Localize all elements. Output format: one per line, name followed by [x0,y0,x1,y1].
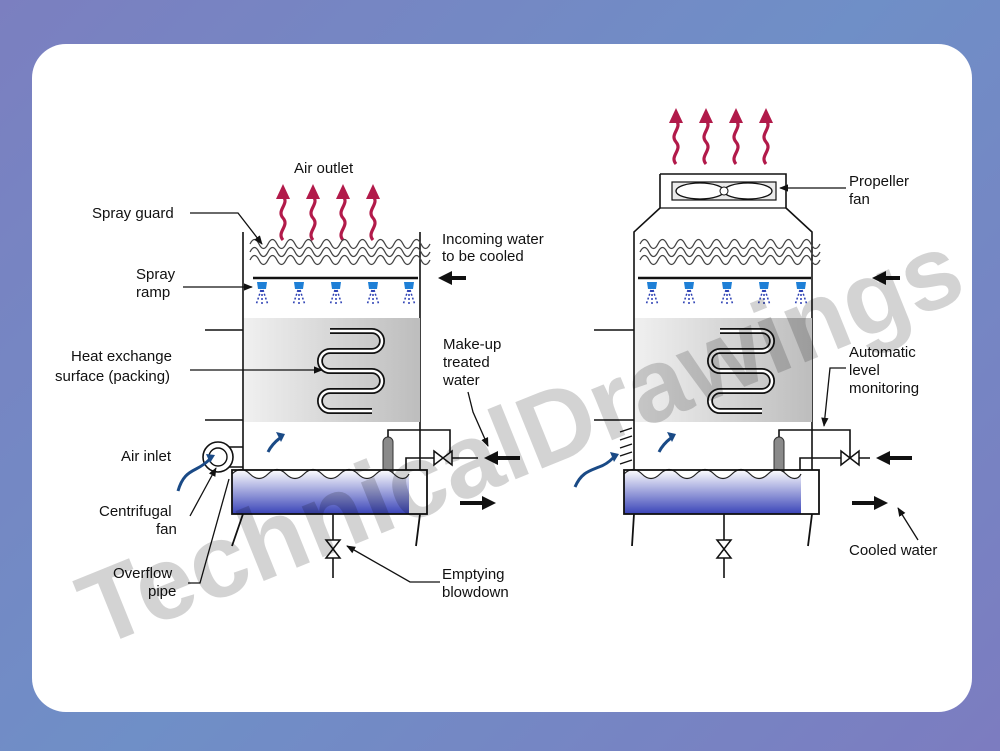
label-propeller-fan-2: fan [849,191,870,208]
label-air-inlet: Air inlet [121,448,172,465]
label-auto-level-1: Automatic [849,344,916,361]
drain-valve-right[interactable] [716,539,732,559]
air-inlet-arrow [176,457,212,492]
air-inlet-louvers [619,427,633,465]
label-centrifugal-fan-1: Centrifugal [99,503,172,520]
right-leaders [779,184,919,541]
label-cooled-water: Cooled water [849,542,937,559]
propeller-fan [675,182,773,200]
label-overflow-pipe-1: Overflow [113,565,172,582]
makeup-pipe [405,457,478,470]
exhaust-arrows [667,106,775,166]
label-emptying-1: Emptying [442,566,505,583]
outlet-water-arrow [482,496,496,510]
inner-air-arrow [266,436,281,453]
spray-guard-right [639,238,821,266]
label-centrifugal-fan-2: fan [156,521,177,538]
spray-nozzles [255,281,416,306]
diagram-card [32,44,972,712]
label-spray-guard: Spray guard [92,205,174,222]
label-heat-exchange-2: surface (packing) [55,368,170,385]
label-makeup-water-3: water [442,372,480,389]
right-tower [573,106,912,578]
spray-guard [249,238,431,266]
basin-legs [231,513,421,547]
incoming-water-arrow [438,271,452,285]
label-overflow-pipe-2: pipe [148,583,176,600]
label-heat-exchange-1: Heat exchange [71,348,172,365]
label-air-outlet: Air outlet [294,160,354,177]
left-leaders [183,212,489,584]
water-basin-right [624,469,801,514]
labels: Air outlet Spray guard Spray ramp Heat e… [55,160,937,601]
label-makeup-water-1: Make-up [443,336,501,353]
label-auto-level-3: monitoring [849,380,919,397]
label-propeller-fan-1: Propeller [849,173,909,190]
makeup-inlet-arrow [484,451,498,465]
label-incoming-water-1: Incoming water [442,231,544,248]
label-spray-ramp-2: ramp [136,284,170,301]
water-basin [232,469,409,514]
cooled-water-arrow [874,496,888,510]
label-emptying-2: blowdown [442,584,509,601]
coil-connections [205,329,243,421]
label-spray-ramp-1: Spray [136,266,176,283]
air-outlet-arrows [274,182,382,242]
label-makeup-water-2: treated [443,354,490,371]
watermark: TechnicalDrawings [63,210,978,670]
label-incoming-water-2: to be cooled [442,248,524,265]
label-auto-level-2: level [849,362,880,379]
